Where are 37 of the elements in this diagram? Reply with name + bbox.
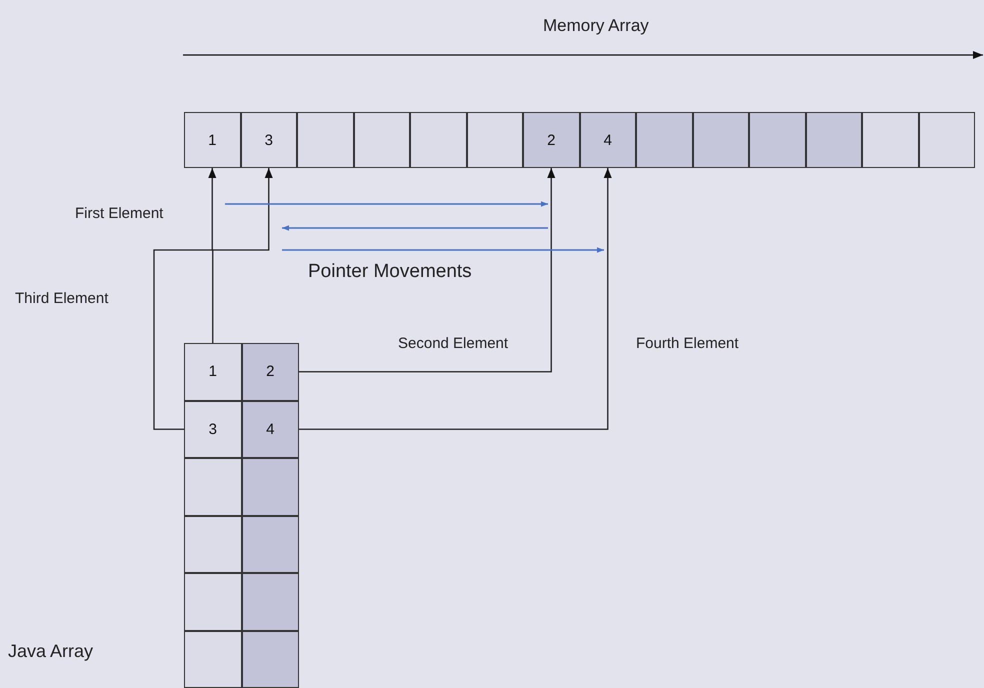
array-cell (297, 112, 354, 168)
array-cell: 3 (240, 112, 297, 168)
array-cell (184, 458, 242, 516)
array-cell (918, 112, 975, 168)
array-cell (806, 112, 862, 168)
array-cell: 1 (184, 343, 242, 400)
array-cell (184, 516, 242, 573)
connector-arrow (153, 168, 273, 430)
array-cell (466, 112, 523, 168)
array-cell: 2 (242, 343, 299, 400)
array-cell (242, 458, 299, 516)
array-cell (184, 573, 242, 630)
array-cell (749, 112, 806, 168)
annotation-text: Pointer Movements (308, 261, 472, 283)
connector-arrow (208, 168, 216, 343)
array-cell (184, 630, 242, 688)
connector-arrow (299, 168, 612, 430)
array-cell: 3 (184, 400, 242, 458)
array-title: Memory Array (543, 16, 649, 36)
edge-label: Second Element (398, 335, 508, 352)
array-cell (862, 112, 918, 168)
connector-arrow (299, 168, 556, 372)
array-cell: 4 (242, 400, 299, 458)
array-cell (242, 630, 299, 688)
array-title: Java Array (8, 641, 94, 662)
array-cell (242, 573, 299, 630)
array-cell (242, 516, 299, 573)
array-cell (354, 112, 410, 168)
array-cell (692, 112, 749, 168)
array-cell (410, 112, 466, 168)
edge-label: First Element (75, 205, 164, 222)
array-cell (636, 112, 692, 168)
edge-label: Third Element (15, 290, 108, 307)
array-cell: 4 (580, 112, 636, 168)
edge-label: Fourth Element (636, 335, 739, 352)
array-cell: 1 (184, 112, 240, 168)
array-cell: 2 (523, 112, 580, 168)
